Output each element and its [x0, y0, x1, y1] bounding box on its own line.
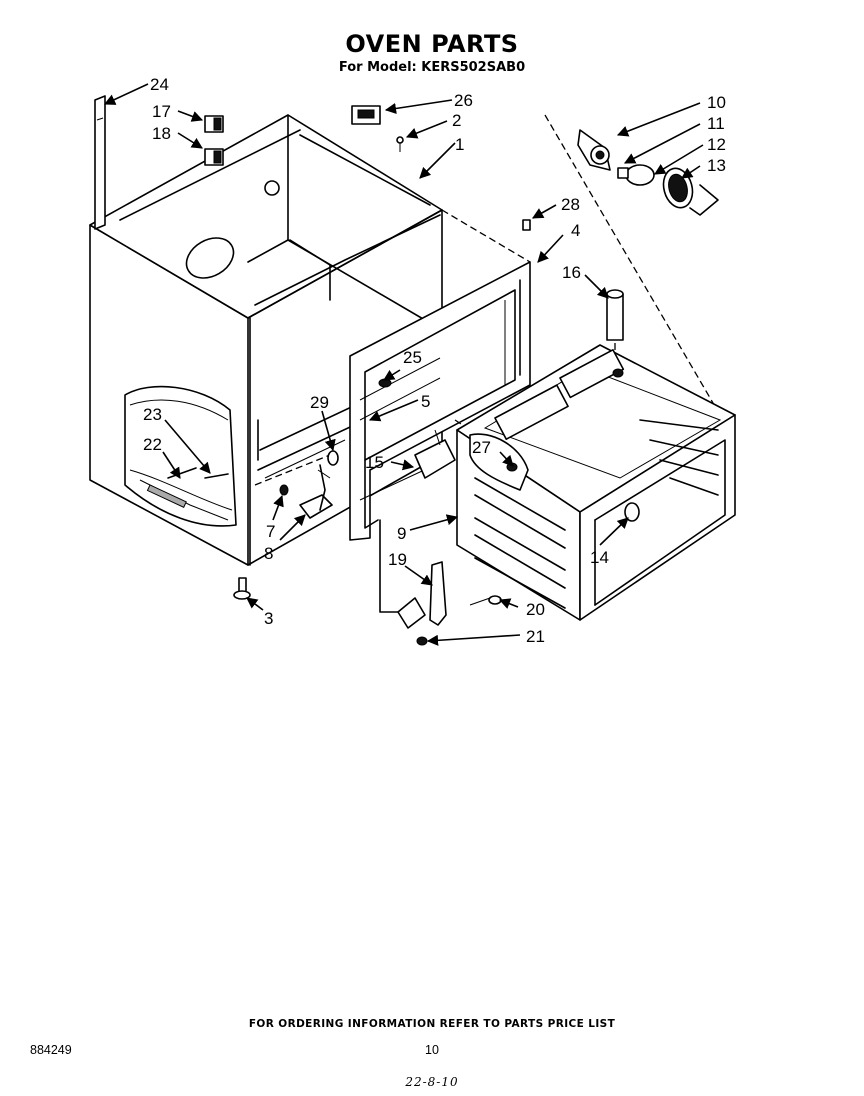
callout-3: 3	[264, 609, 273, 628]
callout-22: 22	[143, 435, 162, 454]
callout-1: 1	[455, 135, 464, 154]
callout-28: 28	[561, 195, 580, 214]
page-title: OVEN PARTS	[345, 30, 519, 58]
part-26-terminal-block	[351, 105, 381, 125]
callout-20: 20	[526, 600, 545, 619]
page-number: 10	[425, 1043, 439, 1057]
callout-24: 24	[150, 75, 169, 94]
oven-parts-diagram: 24 17 18 26 2 1 10 11 12 13 28 4 16 25 5…	[89, 75, 736, 646]
parts-7-8-29	[279, 450, 339, 519]
part-2-screw	[396, 136, 404, 144]
document-number: 884249	[30, 1043, 72, 1057]
part-9-oven-liner	[456, 344, 736, 621]
callout-2: 2	[452, 111, 461, 130]
handwritten-note: 22-8-10	[405, 1075, 459, 1089]
callout-21: 21	[526, 627, 545, 646]
callout-23: 23	[143, 405, 162, 424]
callout-27: 27	[472, 438, 491, 457]
part-3-leveling-foot	[233, 577, 251, 600]
callout-29: 29	[310, 393, 329, 412]
part-16-tube	[606, 289, 624, 341]
part-24-strip	[94, 95, 106, 230]
part-28-clip	[522, 219, 531, 231]
callout-14: 14	[590, 548, 609, 567]
callout-12: 12	[707, 135, 726, 154]
callout-arrows	[103, 83, 704, 646]
callout-9: 9	[397, 524, 406, 543]
parts-17-18-blocks	[204, 115, 224, 166]
callout-labels: 24 17 18 26 2 1 10 11 12 13 28 4 16 25 5…	[143, 75, 726, 646]
ordering-note: FOR ORDERING INFORMATION REFER TO PARTS …	[248, 1018, 616, 1030]
callout-26: 26	[454, 91, 473, 110]
callout-5: 5	[421, 392, 430, 411]
callout-15: 15	[365, 453, 384, 472]
callout-16: 16	[562, 263, 581, 282]
callout-13: 13	[707, 156, 726, 175]
callout-11: 11	[707, 114, 725, 133]
cutaway-wiring-view	[124, 385, 237, 527]
callout-25: 25	[403, 348, 422, 367]
callout-4: 4	[571, 221, 580, 240]
callout-18: 18	[152, 124, 171, 143]
callout-7: 7	[266, 522, 275, 541]
model-subtitle: For Model: KERS502SAB0	[338, 60, 526, 75]
oven-light-assembly	[577, 129, 719, 216]
part-4-front-frame	[349, 261, 531, 541]
parts-19-20-21-hinge	[379, 519, 502, 646]
callout-17: 17	[152, 102, 171, 121]
callout-19: 19	[388, 550, 407, 569]
callout-8: 8	[264, 544, 273, 563]
part-15-bracket	[414, 439, 456, 479]
callout-10: 10	[707, 93, 726, 112]
